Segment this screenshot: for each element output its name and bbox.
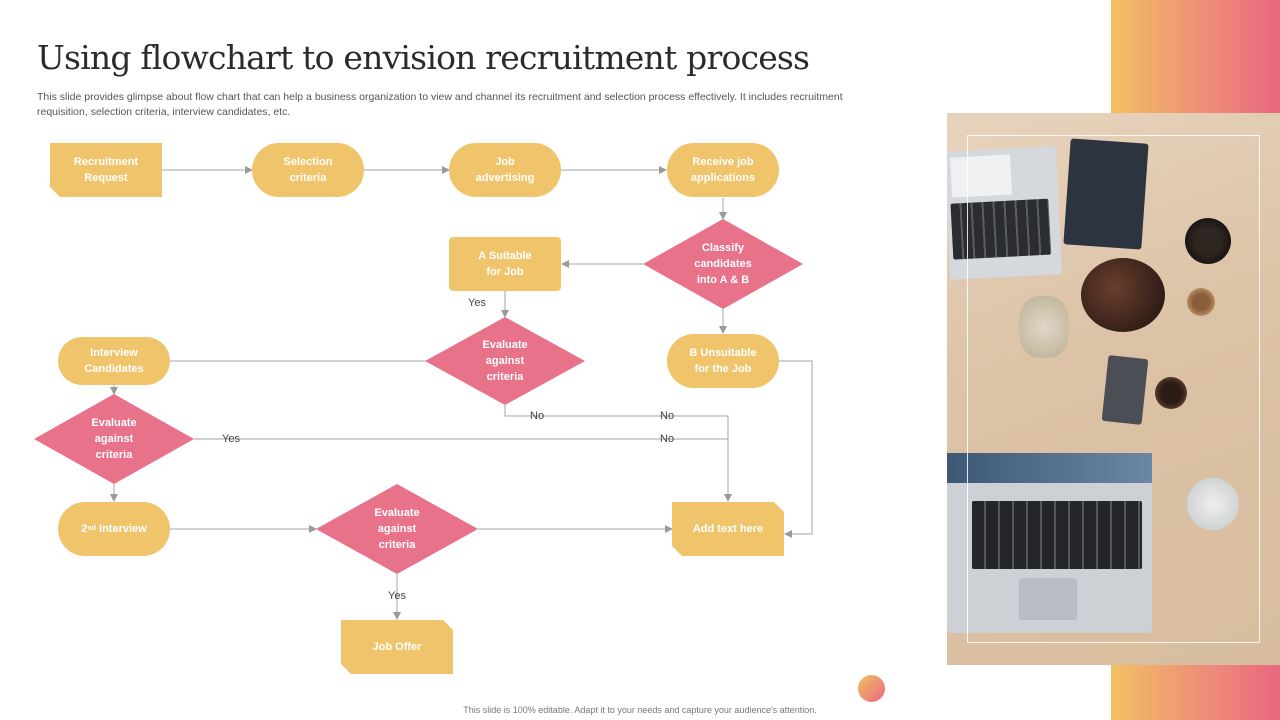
slide-footer: This slide is 100% editable. Adapt it to… — [463, 705, 817, 715]
accent-bar-top — [1111, 0, 1280, 113]
node-job-advertising — [449, 143, 561, 197]
node-evaluate-2 — [34, 394, 194, 484]
node-interview-candidates — [58, 337, 170, 385]
recruitment-flowchart: Recruitment Request Selection criteria J… — [34, 143, 813, 674]
edge-label-no-eval1-b: No — [660, 410, 675, 422]
edge-label-no-eval1-a: No — [530, 410, 545, 422]
node-evaluate-3 — [316, 484, 478, 574]
node-evaluate-1 — [425, 317, 585, 405]
node-recruitment-request — [50, 143, 162, 197]
accent-dot — [858, 675, 885, 702]
slide-description: This slide provides glimpse about flow c… — [37, 91, 843, 118]
node-suitable — [449, 237, 561, 291]
node-second-interview — [58, 502, 170, 556]
node-selection-criteria — [252, 143, 364, 197]
edge-evaluate1-no-to-addtext — [504, 405, 732, 502]
node-classify — [643, 219, 803, 309]
slide-title: Using flowchart to envision recruitment … — [37, 38, 810, 77]
edge-unsuitable-to-addtext — [779, 360, 813, 538]
node-job-offer — [341, 620, 453, 674]
edge-label-no-eval2: No — [660, 433, 675, 445]
node-receive-applications — [667, 143, 779, 197]
edge-label-yes-suitable: Yes — [468, 297, 486, 309]
edge-label-yes-eval3: Yes — [388, 590, 406, 602]
desk-photo — [947, 113, 1280, 665]
accent-bar-bottom — [1111, 665, 1280, 720]
node-add-text — [672, 502, 784, 556]
edge-label-yes-eval2: Yes — [222, 433, 240, 445]
node-unsuitable — [667, 334, 779, 388]
flowchart-canvas — [34, 143, 813, 674]
